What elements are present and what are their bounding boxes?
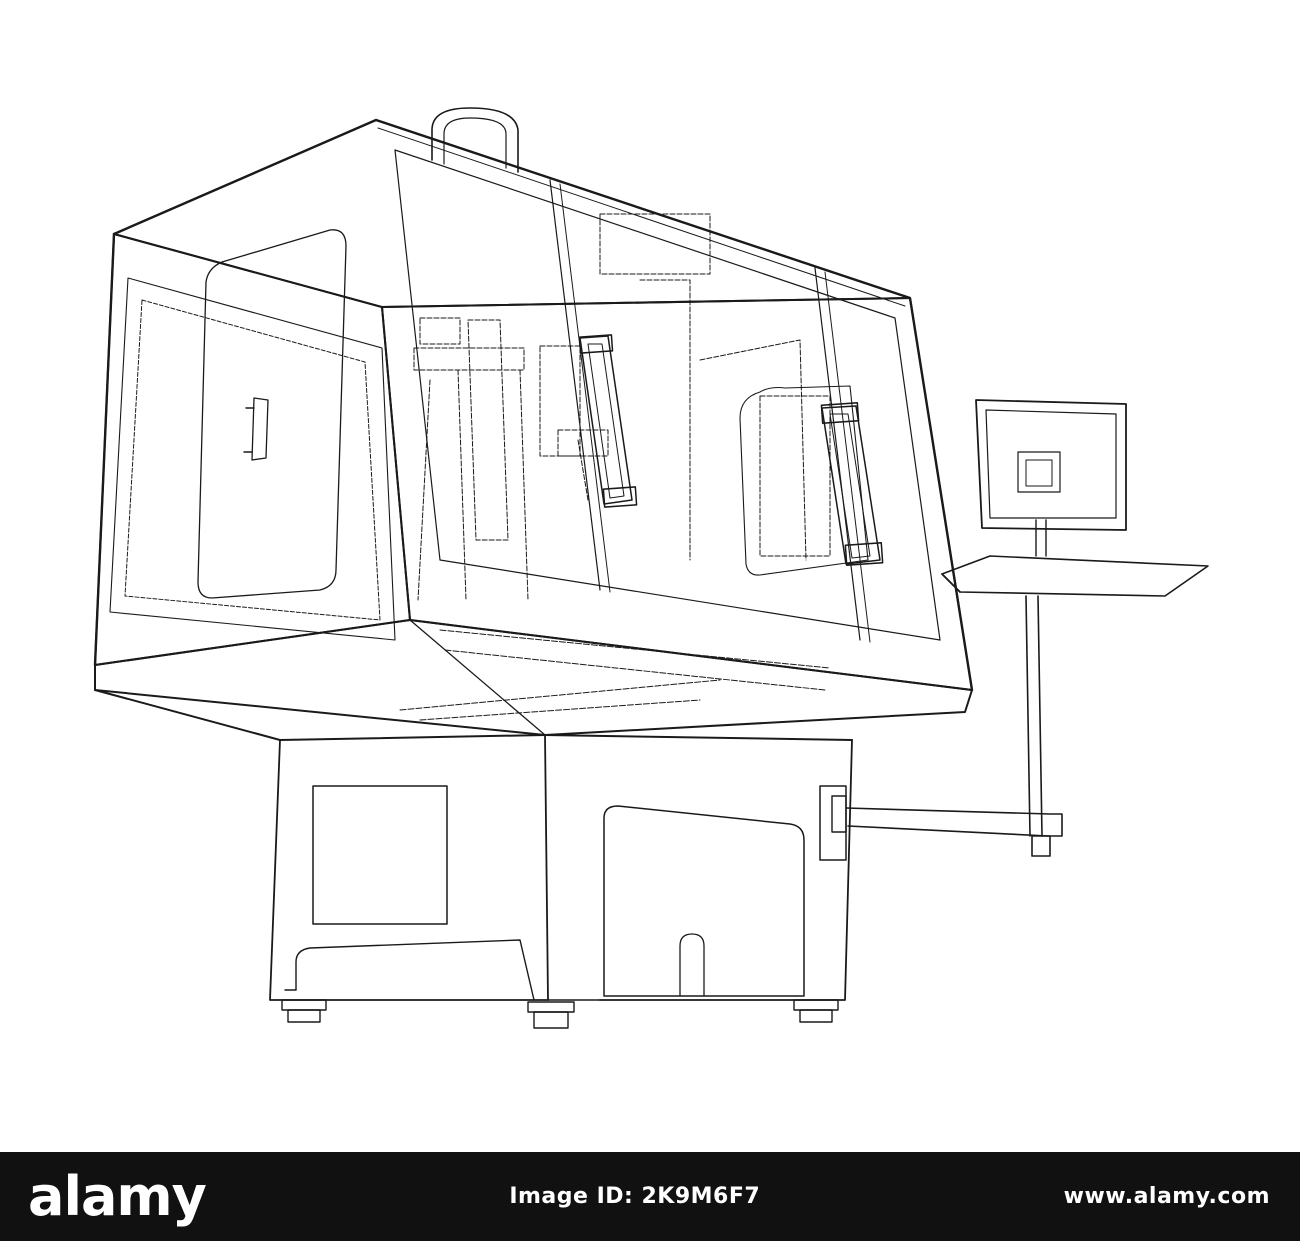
spindle-mechanism — [413, 213, 831, 601]
right-window — [739, 385, 869, 576]
side-window-panel — [109, 229, 396, 641]
monitor-stand — [845, 399, 1209, 857]
image-id-label: Image ID: 2K9M6F7 — [509, 1183, 761, 1209]
watermark-footer: alamy Image ID: 2K9M6F7 www.alamy.com — [0, 1152, 1300, 1241]
machine-base — [94, 619, 973, 1029]
door-handle-right — [820, 402, 884, 566]
site-url: www.alamy.com — [1063, 1183, 1270, 1209]
door-handle-left — [578, 334, 638, 508]
machine-enclosure — [93, 107, 974, 692]
machine-illustration — [93, 107, 1209, 1029]
brand-logo: alamy — [28, 1164, 207, 1228]
